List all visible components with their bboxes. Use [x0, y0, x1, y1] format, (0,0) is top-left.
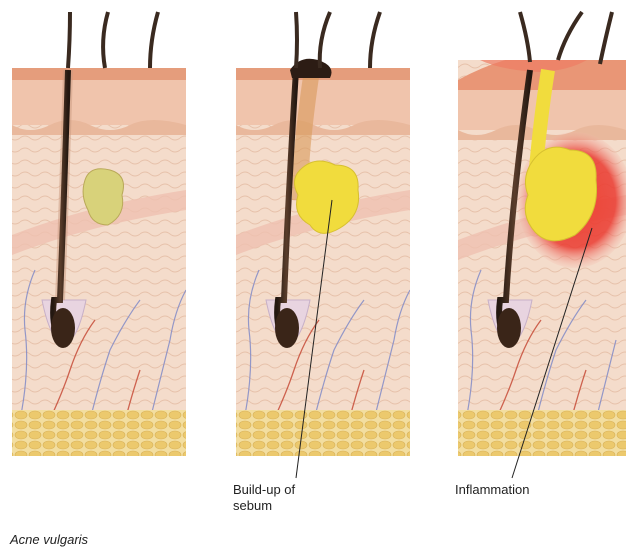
label-inflammation: Inflammation [455, 482, 529, 498]
panel-inflamed-pore [458, 44, 626, 456]
panel-normal-skin [12, 68, 186, 456]
panel-blocked-pore [236, 68, 410, 456]
figure-caption: Acne vulgaris [10, 532, 88, 547]
label-buildup-of-sebum: Build-up of sebum [233, 482, 353, 514]
